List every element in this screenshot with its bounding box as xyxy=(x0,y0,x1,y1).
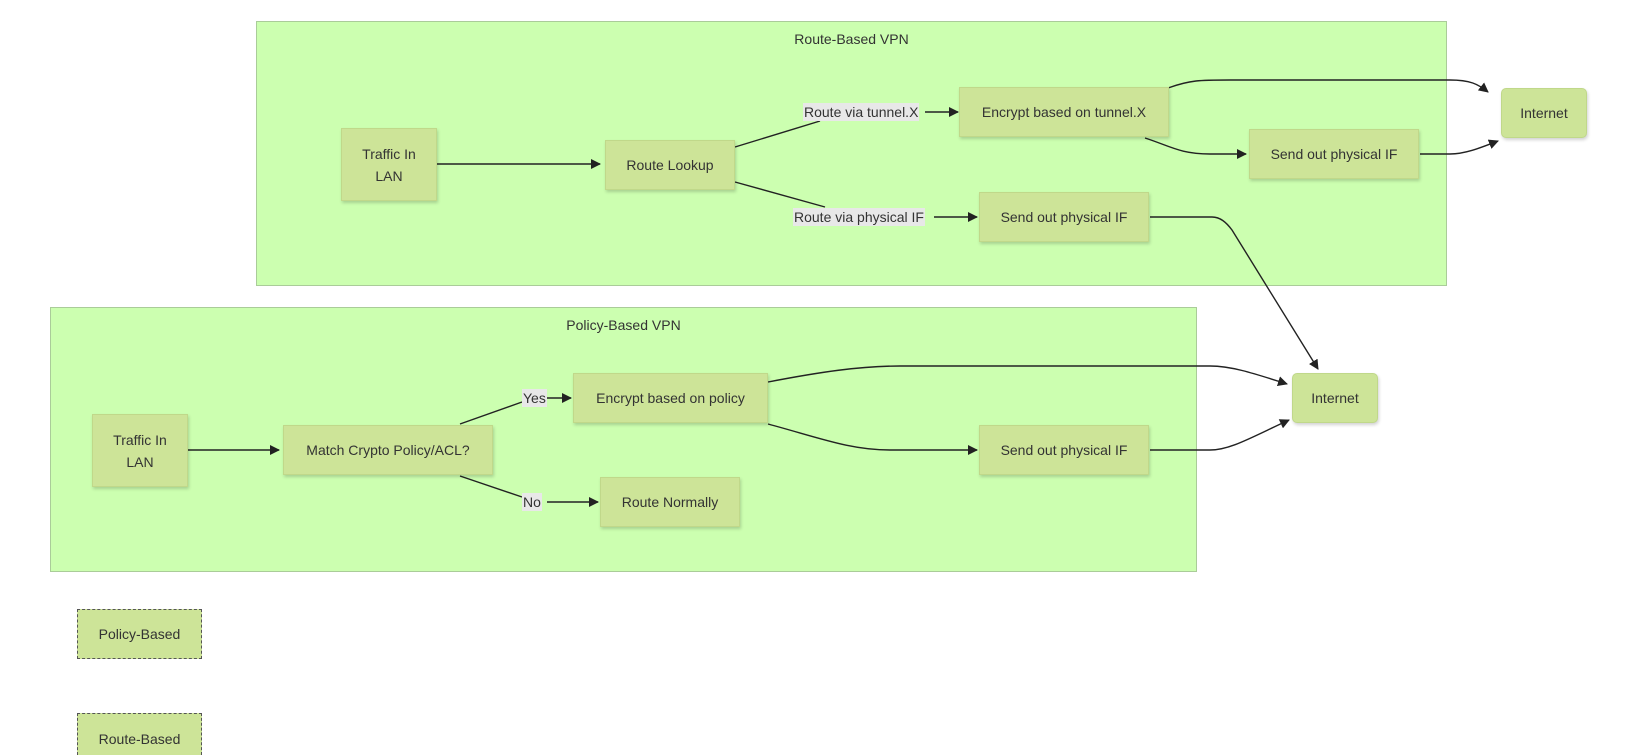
rb-send-out-2-label: Send out physical IF xyxy=(1000,209,1128,225)
pb-traffic-in-node: Traffic In LAN xyxy=(92,414,188,487)
pb-encrypt-policy-node: Encrypt based on policy xyxy=(573,373,768,423)
pb-match-policy-label: Match Crypto Policy/ACL? xyxy=(306,442,470,458)
edge-label-route-via-physical: Route via physical IF xyxy=(793,208,925,226)
rb-send-out-node-1: Send out physical IF xyxy=(1249,129,1419,179)
edge-rb-physical-sendout-to-internet xyxy=(1150,216,1319,370)
rb-send-out-node-2: Send out physical IF xyxy=(979,192,1149,242)
rb-traffic-in-line2: LAN xyxy=(375,167,403,184)
pb-internet-node: Internet xyxy=(1292,373,1378,423)
pb-traffic-in-line2: LAN xyxy=(126,453,154,470)
edge-rb-lookup-to-physical-label xyxy=(734,181,826,208)
rb-traffic-in-node: Traffic In LAN xyxy=(341,128,437,201)
pb-send-out-label: Send out physical IF xyxy=(1000,442,1128,458)
edge-rb-sendout-to-internet xyxy=(1420,139,1499,155)
legend-route-based: Route-Based xyxy=(77,713,202,755)
legend-policy-based-label: Policy-Based xyxy=(98,626,181,642)
edge-label-no: No xyxy=(522,493,542,511)
policy-based-vpn-title: Policy-Based VPN xyxy=(566,317,681,333)
rb-encrypt-tunnel-label: Encrypt based on tunnel.X xyxy=(981,104,1147,120)
pb-route-normally-label: Route Normally xyxy=(621,494,719,510)
rb-encrypt-tunnel-node: Encrypt based on tunnel.X xyxy=(959,87,1169,137)
edge-rb-encrypt-to-sendout xyxy=(1144,137,1247,159)
pb-encrypt-policy-label: Encrypt based on policy xyxy=(596,390,745,406)
legend-policy-based: Policy-Based xyxy=(77,609,202,659)
edge-label-yes: Yes xyxy=(522,389,547,407)
edge-rb-lookup-to-tunnel-label xyxy=(734,120,821,148)
rb-traffic-in-line1: Traffic In xyxy=(362,145,416,162)
pb-match-policy-node: Match Crypto Policy/ACL? xyxy=(283,425,493,475)
route-based-vpn-cluster: Route-Based VPN xyxy=(256,21,1447,286)
edge-label-route-via-tunnel: Route via tunnel.X xyxy=(803,103,920,121)
pb-internet-label: Internet xyxy=(1311,390,1359,406)
edge-pb-match-to-no-label xyxy=(459,475,523,498)
edge-pb-encrypt-to-sendout xyxy=(767,423,978,455)
edge-pb-encrypt-to-internet xyxy=(767,365,1288,386)
pb-route-normally-node: Route Normally xyxy=(600,477,740,527)
edge-pb-match-to-yes-label xyxy=(459,401,523,425)
pb-traffic-in-line1: Traffic In xyxy=(113,431,167,448)
route-based-vpn-title: Route-Based VPN xyxy=(794,31,909,47)
rb-route-lookup-node: Route Lookup xyxy=(605,140,735,190)
pb-send-out-node: Send out physical IF xyxy=(979,425,1149,475)
legend-route-based-label: Route-Based xyxy=(98,731,181,747)
rb-internet-node: Internet xyxy=(1501,88,1587,138)
rb-route-lookup-label: Route Lookup xyxy=(626,157,714,173)
edge-pb-sendout-to-internet xyxy=(1150,419,1290,451)
edge-rb-encrypt-to-internet xyxy=(1167,79,1489,93)
rb-send-out-1-label: Send out physical IF xyxy=(1270,146,1398,162)
rb-internet-label: Internet xyxy=(1520,105,1568,121)
